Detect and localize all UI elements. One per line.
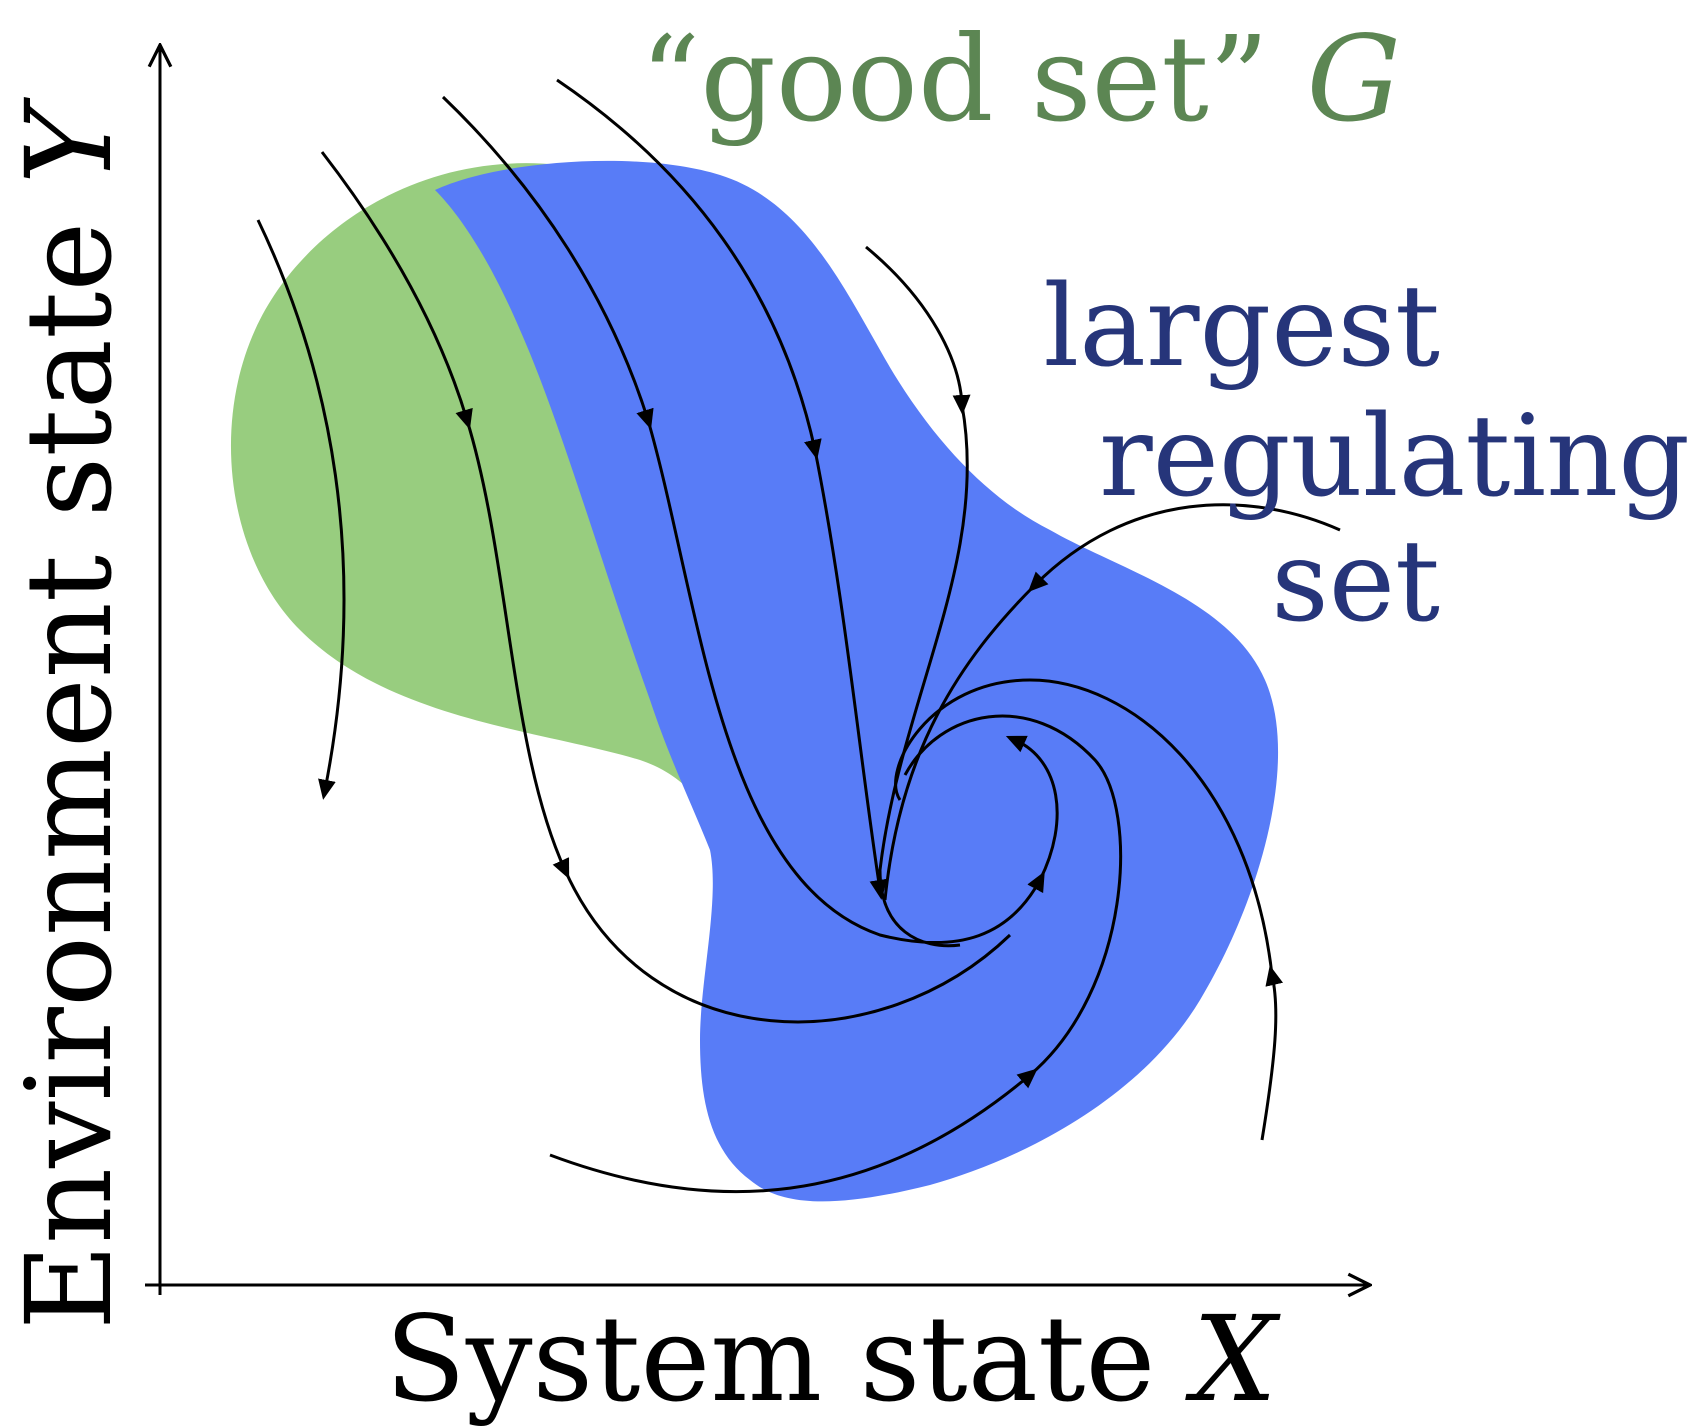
good-set-label: “good set” G xyxy=(640,10,1401,148)
flow-line xyxy=(465,419,570,880)
good-set-variable: G xyxy=(1307,10,1401,148)
flow-line xyxy=(903,714,1123,1077)
flow-line xyxy=(883,583,1037,901)
flow-line xyxy=(563,869,1012,1024)
flow-line xyxy=(320,151,473,430)
flow-line xyxy=(646,419,1045,945)
flow-line xyxy=(549,1068,1038,1194)
good-set-region xyxy=(230,163,713,850)
flow-line xyxy=(256,219,346,800)
regulating-set-label-line-1: largest xyxy=(1043,262,1440,392)
y-axis-variable: Y xyxy=(0,96,138,184)
flow-line xyxy=(813,449,888,900)
x-axis-variable: X xyxy=(1185,1290,1281,1428)
y-axis-label: Environment state Y xyxy=(0,96,138,1330)
x-axis-label: System state X xyxy=(385,1290,1281,1428)
x-axis-label-text: System state xyxy=(385,1290,1193,1428)
regulating-set-label-line-3: set xyxy=(1271,517,1440,647)
flow-line xyxy=(556,78,822,460)
flow-line xyxy=(865,245,971,415)
flow-line xyxy=(441,95,654,430)
flow-line xyxy=(1027,503,1341,593)
regulating-set-label: largest regulating set xyxy=(1043,262,1690,647)
y-axis-label-text: Environment state xyxy=(0,184,138,1330)
flow-lines xyxy=(256,78,1341,1194)
regulating-set-label-line-2: regulating xyxy=(1099,392,1690,522)
flow-line xyxy=(894,678,1274,976)
flow-line xyxy=(1005,735,1059,881)
flow-line xyxy=(1260,965,1283,1141)
good-set-label-text: “good set” xyxy=(640,10,1307,148)
